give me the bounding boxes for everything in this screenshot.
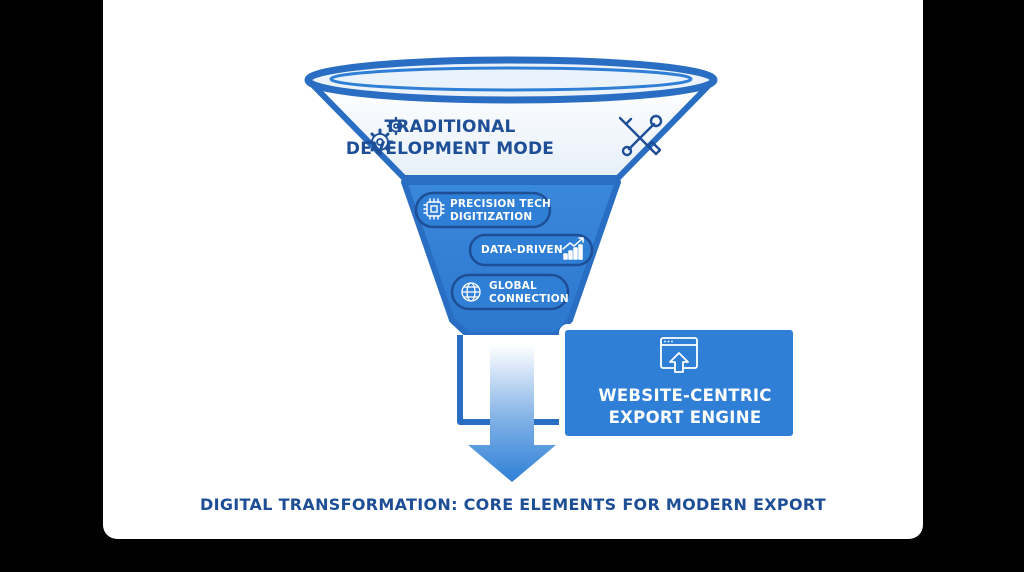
gears-icon <box>366 116 406 156</box>
pill-precision-tech-label: PRECISION TECH DIGITIZATION <box>450 198 551 224</box>
pill-precision-tech <box>414 191 552 229</box>
pill-precision-tech-line2: DIGITIZATION <box>450 211 533 223</box>
export-engine-line2: EXPORT ENGINE <box>608 408 762 427</box>
tools-icon <box>618 114 663 157</box>
globe-icon <box>461 282 481 302</box>
funnel-top-label-line2: DEVELOPMENT MODE <box>345 139 555 159</box>
pill-data-driven-label: DATA-DRIVEN <box>481 244 563 257</box>
funnel-top-label-line1: TRADITIONAL <box>384 117 516 137</box>
browser-upload-icon <box>660 337 698 373</box>
pill-global-connection-line1: GLOBAL <box>489 280 537 292</box>
diagram-caption: DIGITAL TRANSFORMATION: CORE ELEMENTS FO… <box>200 495 826 514</box>
pill-global-connection-line2: CONNECTION <box>489 293 569 305</box>
growth-chart-icon <box>562 237 584 260</box>
funnel-rim <box>304 56 718 104</box>
pill-data-driven <box>468 233 594 267</box>
chip-icon <box>423 198 445 220</box>
pill-data-driven-line1: DATA-DRIVEN <box>481 244 563 256</box>
export-engine-line1: WEBSITE-CENTRIC <box>598 386 772 405</box>
pill-precision-tech-line1: PRECISION TECH <box>450 198 552 210</box>
funnel-top-label: TRADITIONAL DEVELOPMENT MODE <box>300 116 600 160</box>
pill-global-connection <box>450 273 570 311</box>
pill-global-connection-label: GLOBAL CONNECTION <box>489 280 569 306</box>
export-engine-box <box>559 324 799 442</box>
down-arrow <box>468 345 556 482</box>
export-engine-label: WEBSITE-CENTRIC EXPORT ENGINE <box>575 385 795 429</box>
